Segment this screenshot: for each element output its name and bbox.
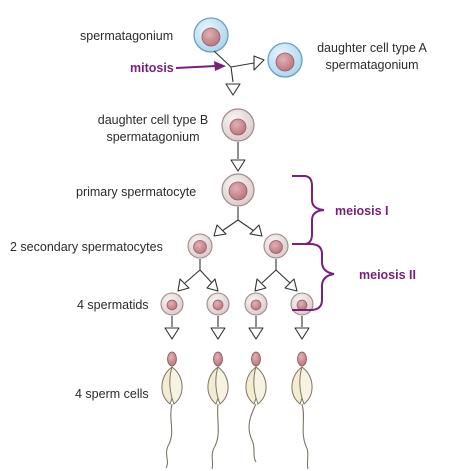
daughter-b-label-line1: daughter cell type B xyxy=(98,113,209,127)
spermatagonium-label: spermatagonium xyxy=(80,29,173,43)
sperm-cells-label: 4 sperm cells xyxy=(75,387,149,401)
secondary-spermatocyte-cell-2 xyxy=(263,233,289,259)
secondary-spermatocytes-label: 2 secondary spermatocytes xyxy=(10,240,163,254)
meiosis-one-brace xyxy=(292,175,325,245)
meiosis-two-split-connector-right xyxy=(254,259,298,292)
meiosis-one-label: meiosis I xyxy=(335,204,389,218)
spermatids-label: 4 spermatids xyxy=(77,298,149,312)
spermatagonium-cell xyxy=(193,17,229,53)
sperm-cell-1 xyxy=(161,351,183,469)
daughter-a-cell xyxy=(267,42,303,78)
spermatid-cell-4 xyxy=(290,292,314,316)
secondary-spermatocyte-cell-1 xyxy=(187,233,213,259)
sperm-cell-4 xyxy=(291,351,313,470)
primary-spermatocyte-label: primary spermatocyte xyxy=(76,185,196,199)
meiosis-one-split-connector xyxy=(213,207,263,237)
meiosis-two-label: meiosis II xyxy=(359,268,416,282)
meiosis-two-brace xyxy=(292,243,335,311)
arrow-to-primary xyxy=(230,142,246,172)
mitosis-pointer-arrow xyxy=(175,61,226,71)
meiosis-two-split-connector-left xyxy=(177,259,219,292)
daughter-b-cell xyxy=(221,108,255,142)
daughter-b-label-line2: spermatagonium xyxy=(106,130,199,144)
spermatid-cell-3 xyxy=(244,292,268,316)
sperm-cell-3 xyxy=(245,351,267,463)
mitosis-label: mitosis xyxy=(130,61,174,75)
spermatid-cell-1 xyxy=(160,292,184,316)
daughter-a-label-line1: daughter cell type A xyxy=(317,41,427,55)
spermatid-to-sperm-arrows xyxy=(164,316,310,340)
sperm-cell-2 xyxy=(207,351,229,470)
spermatid-cell-2 xyxy=(206,292,230,316)
mitosis-split-connector xyxy=(213,50,265,96)
daughter-a-label-line2: spermatagonium xyxy=(325,58,418,72)
primary-spermatocyte-cell xyxy=(221,173,255,207)
